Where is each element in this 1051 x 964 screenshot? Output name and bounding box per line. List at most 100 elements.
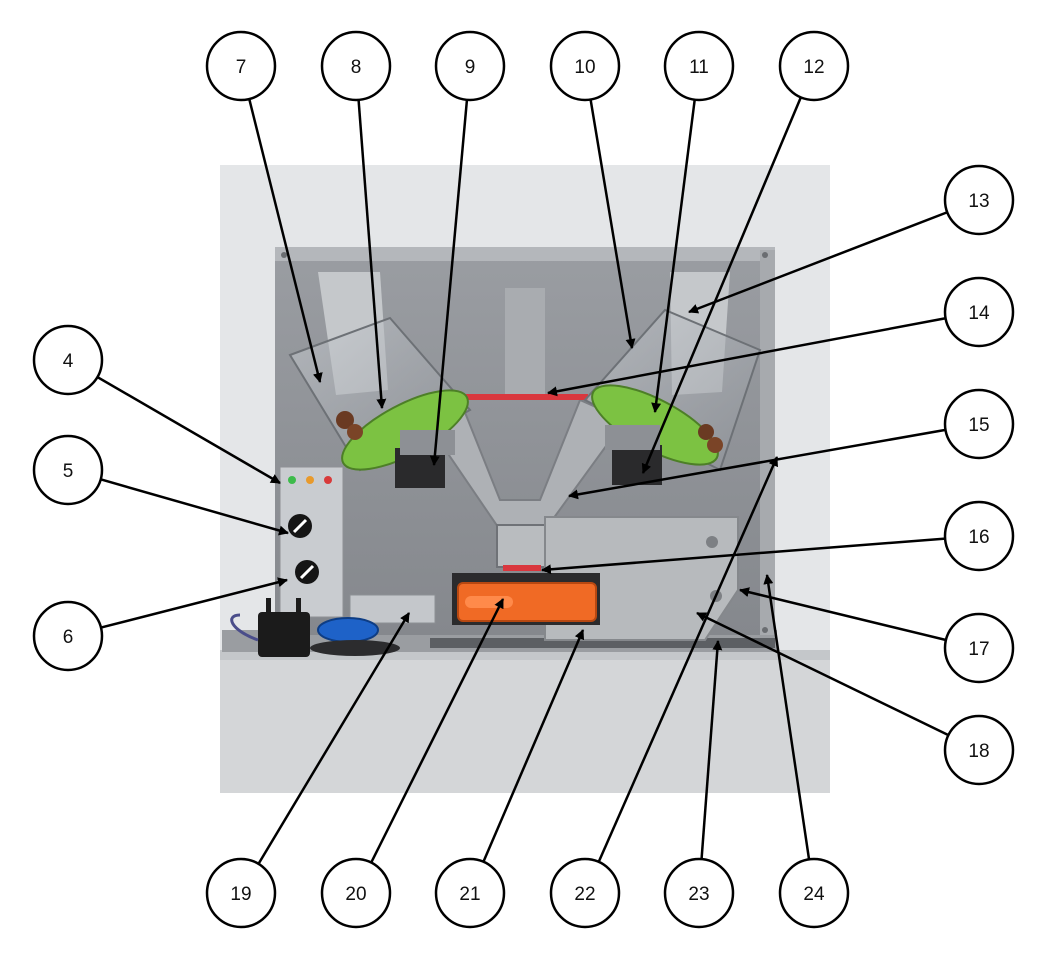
callout-circle [32,324,104,396]
callout-number: 14 [968,303,990,324]
callout-circle [434,857,506,929]
callout-number: 5 [63,461,74,482]
callout-number: 12 [803,57,824,78]
callout-arrow [248,98,323,383]
callout-arrow [547,317,946,397]
power-adapter [258,612,310,657]
callout-number: 21 [459,884,480,905]
callout-circle [549,30,621,102]
callout-circle [320,857,392,929]
callout-arrow [651,99,696,413]
callout-arrow [429,99,469,466]
callout-number: 19 [230,884,251,905]
callout-9: 9 [429,30,506,466]
callout-circle [205,30,277,102]
callout-arrow [482,629,585,863]
callout-19: 19 [205,612,411,929]
callout-circle [778,30,850,102]
callout-circle [943,500,1015,572]
callout-11: 11 [651,30,735,413]
callout-number: 7 [236,57,247,78]
callout-circle [205,857,277,929]
callout-arrow [568,428,946,500]
right-motor [612,445,662,485]
callout-arrow [589,99,636,349]
callout-number: 13 [968,191,989,212]
callout-22: 22 [549,456,779,929]
callout-16: 16 [541,500,1015,575]
center-mount [505,288,545,398]
callout-10: 10 [549,30,636,349]
callout-circle [549,857,621,929]
callout-number: 4 [63,351,74,372]
callout-20: 20 [320,598,505,929]
callout-arrow [763,574,811,860]
callout-circle [434,30,506,102]
callout-8: 8 [320,30,392,409]
power-cable [230,613,259,642]
terminal-block [349,594,436,624]
callout-number: 9 [465,57,476,78]
callout-13: 13 [688,164,1015,314]
callout-6: 6 [32,577,288,672]
callout-circle [320,30,392,102]
callout-number: 8 [351,57,362,78]
callout-circle [32,434,104,506]
callout-arrow [100,577,288,629]
status-led-green [288,476,296,484]
callout-arrow [541,537,946,575]
callout-arrow [696,611,949,737]
callout-14: 14 [547,276,1015,397]
callout-number: 18 [968,741,989,762]
callout-number: 22 [574,884,595,905]
hopper-frame [496,524,548,568]
callout-number: 15 [968,415,989,436]
callout-circle [943,612,1015,684]
callout-number: 16 [968,527,989,548]
orange-tray [457,582,597,622]
housing-right-frame [760,250,775,635]
callout-arrow [257,612,411,865]
callout-circle [943,388,1015,460]
callout-circle [778,857,850,929]
callout-number: 10 [574,57,595,78]
callout-number: 6 [63,627,74,648]
callout-number: 23 [688,884,709,905]
callout-arrow [700,640,723,860]
housing-top-frame [275,247,775,261]
callout-arrow [739,587,947,642]
black-pad [310,640,400,656]
callout-18: 18 [696,611,1015,786]
callout-circle [943,714,1015,786]
callout-circle [32,600,104,672]
callout-circle [663,857,735,929]
callout-number: 17 [968,639,989,660]
hopper-red-edge [503,565,541,571]
callout-17: 17 [739,587,1015,684]
orange-tray-handle [465,596,513,608]
callout-23: 23 [663,640,735,929]
callout-arrow [357,99,387,409]
callout-4: 4 [32,324,281,485]
callout-7: 7 [205,30,323,383]
callout-circle [663,30,735,102]
callout-arrow [100,478,289,536]
red-guide-bar [458,394,588,400]
cabinet-top-edge [220,650,830,660]
callout-circle [943,164,1015,236]
callout-5: 5 [32,434,289,536]
callout-12: 12 [641,30,850,474]
machine-photo [220,165,830,793]
blue-puck [317,617,379,643]
control-panel [279,466,344,618]
cabinet-body [220,655,830,793]
status-led-orange [306,476,314,484]
callout-number: 24 [803,884,825,905]
callout-arrow [370,598,505,864]
callout-24: 24 [763,574,850,929]
status-led-red [324,476,332,484]
callout-number: 11 [689,57,709,78]
left-motor-housing [400,430,455,455]
callout-arrow [96,375,281,485]
